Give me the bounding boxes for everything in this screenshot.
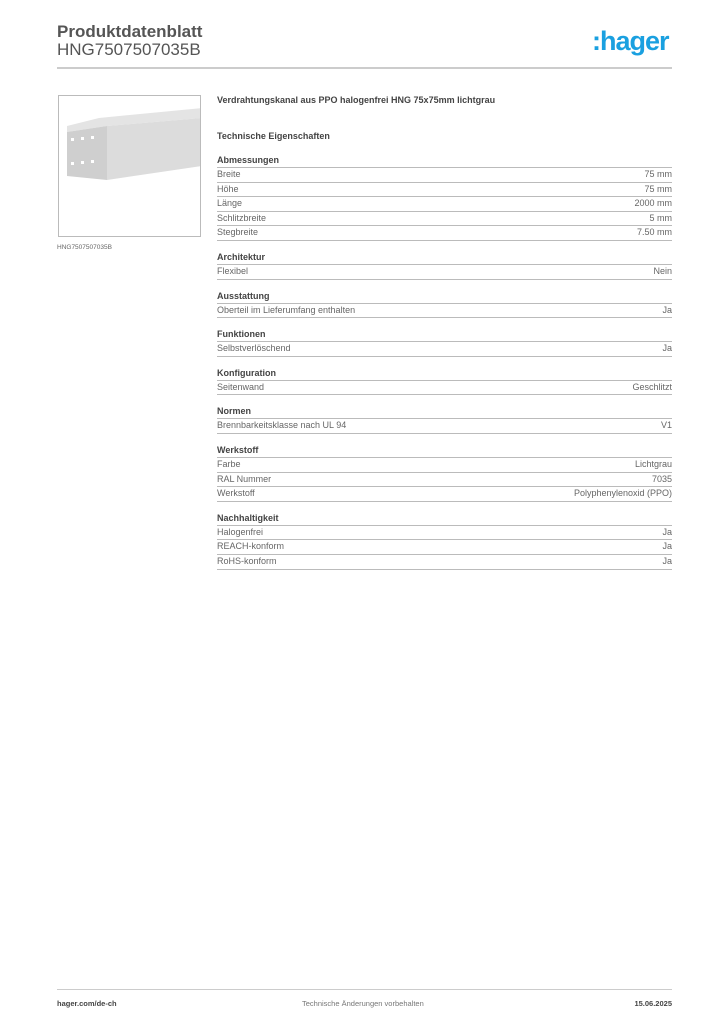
property-label: Flexibel: [217, 265, 249, 276]
property-value: Ja: [662, 343, 672, 354]
product-description: Verdrahtungskanal aus PPO halogenfrei HN…: [217, 95, 496, 105]
property-row: Stegbreite 7.50 mm: [217, 226, 672, 241]
property-value: Geschlitzt: [632, 381, 672, 392]
property-value: 5 mm: [649, 212, 673, 223]
property-value: Lichtgrau: [634, 458, 672, 469]
section-title: Ausstattung: [217, 290, 672, 304]
property-value: 7035: [651, 473, 672, 484]
property-label: RAL Nummer: [217, 473, 272, 484]
property-value: Ja: [662, 526, 672, 537]
footer-website[interactable]: hager.com/de-ch: [57, 999, 117, 1008]
property-value: V1: [660, 420, 672, 431]
property-row: Flexibel Nein: [217, 265, 672, 280]
property-value: 2000 mm: [634, 198, 672, 209]
property-label: Oberteil im Lieferumfang enthalten: [217, 304, 356, 315]
properties-panel: Verdrahtungskanal aus PPO halogenfrei HN…: [217, 95, 672, 580]
property-label: Stegbreite: [217, 227, 259, 238]
property-row: Seitenwand Geschlitzt: [217, 381, 672, 396]
image-caption: HNG7507507035B: [57, 244, 112, 251]
divider: [57, 67, 672, 69]
property-row: Brennbarkeitsklasse nach UL 94 V1: [217, 419, 672, 434]
property-value: 75 mm: [644, 169, 672, 179]
property-label: Breite: [217, 169, 241, 179]
property-value: 75 mm: [644, 183, 672, 194]
divider: [57, 989, 672, 990]
property-value: Ja: [662, 555, 672, 566]
property-label: Höhe: [217, 183, 239, 194]
tech-heading: Technische Eigenschaften: [217, 131, 330, 141]
property-value: 7.50 mm: [636, 227, 672, 238]
property-label: Schlitzbreite: [217, 212, 267, 223]
property-value: Ja: [662, 304, 672, 315]
property-row: Schlitzbreite 5 mm: [217, 212, 672, 227]
property-label: Brennbarkeitsklasse nach UL 94: [217, 420, 347, 431]
section-title: Architektur: [217, 251, 672, 265]
property-value: Polyphenylenoxid (PPO): [573, 488, 672, 499]
property-row: Werkstoff Polyphenylenoxid (PPO): [217, 487, 672, 502]
property-value: Nein: [653, 265, 672, 276]
section-title: Nachhaltigkeit: [217, 512, 672, 526]
section-title: Normen: [217, 405, 672, 420]
property-row: Höhe 75 mm: [217, 183, 672, 198]
property-label: Länge: [217, 198, 243, 209]
product-image: [58, 95, 201, 237]
section-title: Funktionen: [217, 328, 672, 343]
property-row: REACH-konform Ja: [217, 540, 672, 555]
footer-notice: Technische Änderungen vorbehalten: [302, 999, 424, 1008]
property-row: Oberteil im Lieferumfang enthalten Ja: [217, 304, 672, 319]
property-row: Halogenfrei Ja: [217, 526, 672, 541]
property-label: Farbe: [217, 458, 241, 469]
property-row: RoHS-konform Ja: [217, 555, 672, 570]
property-label: RoHS-konform: [217, 555, 277, 566]
section-title: Abmessungen: [217, 154, 672, 168]
section-title: Werkstoff: [217, 444, 672, 458]
property-row: Farbe Lichtgrau: [217, 458, 672, 473]
property-label: Seitenwand: [217, 381, 265, 392]
property-row: Länge 2000 mm: [217, 197, 672, 212]
product-code: HNG7507507035B: [57, 40, 201, 59]
property-label: Selbstverlöschend: [217, 343, 291, 354]
property-row: Selbstverlöschend Ja: [217, 342, 672, 357]
property-label: Werkstoff: [217, 488, 255, 499]
property-row: Breite 75 mm: [217, 168, 672, 183]
property-row: RAL Nummer 7035: [217, 473, 672, 488]
footer-date: 15.06.2025: [634, 999, 672, 1008]
hager-logo: :hager: [592, 26, 670, 56]
page-title: Produktdatenblatt: [57, 22, 203, 41]
property-value: Ja: [662, 541, 672, 552]
property-label: Halogenfrei: [217, 526, 264, 537]
property-label: REACH-konform: [217, 541, 285, 552]
section-title: Konfiguration: [217, 367, 672, 381]
